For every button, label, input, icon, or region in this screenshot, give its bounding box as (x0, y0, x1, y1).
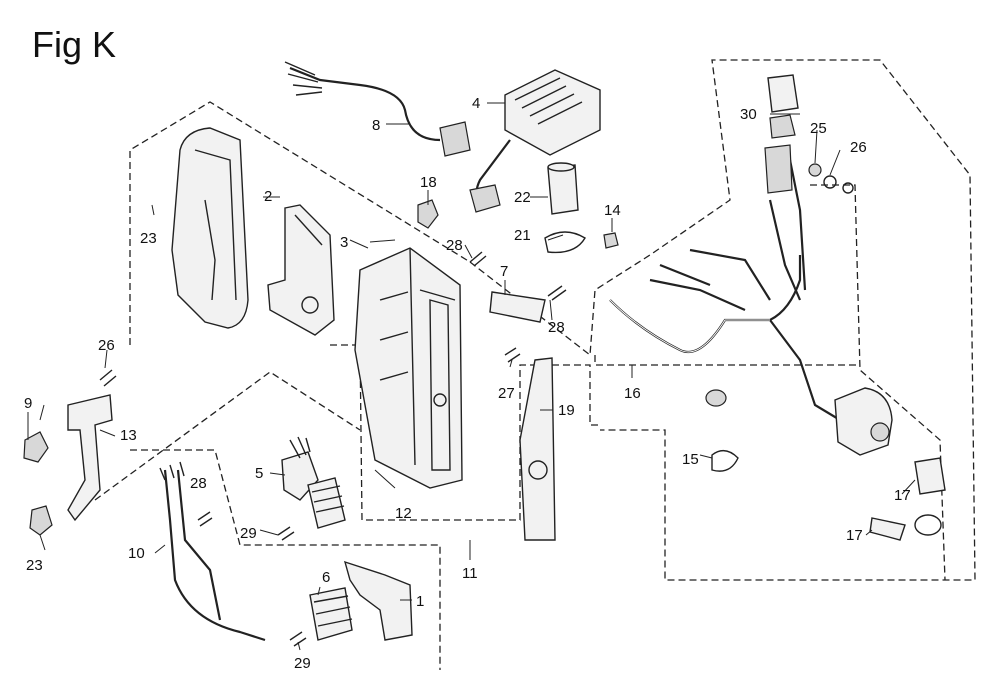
part-15-clip (711, 450, 739, 472)
group-boundary-right (469, 59, 976, 581)
callout-10: 10 (128, 545, 145, 562)
part-13-bracket (67, 394, 113, 522)
grommet (705, 389, 727, 407)
callout-18: 18 (420, 174, 437, 191)
group-boundary-left (129, 101, 471, 345)
part-2-cover (171, 127, 249, 329)
callout-26: 26 (850, 139, 867, 156)
callout-1: 1 (416, 593, 424, 610)
part-23-clamp (29, 505, 53, 536)
callout-20: 23 (140, 230, 157, 247)
callout-3: 3 (340, 234, 348, 251)
part-8-wire (284, 61, 471, 157)
callout-17-a: 17 (894, 487, 911, 504)
part-7-plate (489, 291, 546, 323)
group-boundary-harness (594, 355, 858, 366)
part-22-sleeve (547, 162, 579, 215)
part-12-main-case (354, 247, 463, 489)
callout-12: 12 (395, 505, 412, 522)
callout-2: 2 (264, 188, 272, 205)
callout-22: 22 (514, 189, 531, 206)
group-boundary-base (130, 449, 441, 670)
callout-28-c: 28 (190, 475, 207, 492)
callout-8: 8 (372, 117, 380, 134)
callout-29-b: 29 (294, 655, 311, 672)
callout-30: 30 (740, 106, 757, 123)
part-26-washer-b (842, 182, 854, 194)
callout-4: 4 (472, 95, 480, 112)
callout-27: 26 (98, 337, 115, 354)
part-10-wiring (159, 461, 266, 642)
part-14-nut (603, 232, 619, 249)
part-19-gasket (519, 357, 556, 541)
part-28-bolt-c (197, 511, 213, 527)
callout-labels: 2 3 4 8 18 22 21 14 28 7 28 27 19 23 26 … (24, 95, 911, 672)
callout-24: 27 (498, 385, 515, 402)
callout-13: 13 (120, 427, 137, 444)
callout-9: 9 (24, 395, 32, 412)
callout-5: 5 (255, 465, 263, 482)
leader-lines (27, 102, 916, 651)
part-28-bolt-b (547, 285, 567, 301)
part-6-rectifier-lower (309, 587, 353, 641)
part-29-screw-lower (289, 631, 307, 647)
callout-25: 25 (810, 120, 827, 137)
callout-19: 19 (558, 402, 575, 419)
callout-29-a: 29 (240, 525, 257, 542)
callout-23: 23 (26, 557, 43, 574)
ignition-switch (834, 387, 893, 456)
part-3-bracket (267, 204, 335, 336)
callout-28-b: 28 (548, 319, 565, 336)
callout-28-a: 28 (446, 237, 463, 254)
part-27-screw (99, 369, 117, 387)
group-boundary-bottom (94, 371, 361, 501)
callout-15: 15 (682, 451, 699, 468)
callout-17-b: 17 (846, 527, 863, 544)
part-18-clip (417, 199, 439, 229)
part-6-rectifier-upper (307, 477, 346, 529)
part-29-screw-upper (277, 526, 295, 541)
callout-6: 6 (322, 569, 330, 586)
part-17-key-a (914, 457, 946, 495)
callout-16: 16 (624, 385, 641, 402)
part-30-connector (764, 74, 799, 194)
figure-title: Fig K (32, 24, 117, 65)
part-16-harness (609, 159, 841, 421)
callout-11: 11 (462, 565, 478, 582)
part-21-band (544, 231, 586, 254)
part-17-key-b (869, 514, 942, 541)
part-25-nut (808, 163, 822, 177)
part-4-regulator (469, 69, 601, 213)
part-24-screw (504, 347, 521, 363)
part-1-bracket (343, 560, 413, 641)
callout-21: 21 (514, 227, 531, 244)
callout-7: 7 (500, 263, 508, 280)
part-9-clamp (23, 431, 49, 463)
part-26-washer (823, 175, 837, 189)
part-28-bolt-a (469, 251, 487, 267)
callout-14: 14 (604, 202, 621, 219)
